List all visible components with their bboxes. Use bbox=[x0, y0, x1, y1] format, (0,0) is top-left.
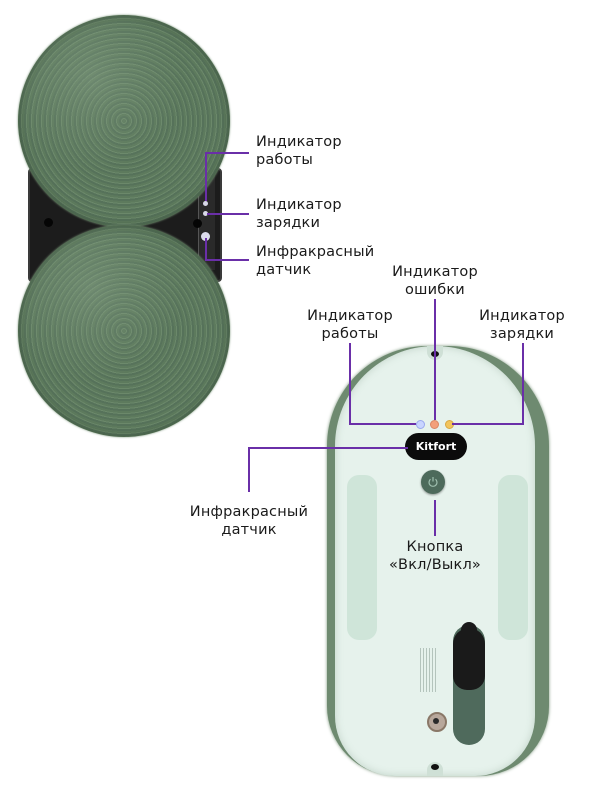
label-line: датчик bbox=[221, 522, 277, 538]
printed-instructions bbox=[420, 648, 436, 692]
power-icon bbox=[428, 477, 438, 487]
leader-line-left-ir-v bbox=[205, 238, 207, 260]
label-line: ошибки bbox=[405, 282, 465, 298]
label-power-button: Кнопка «Вкл/Выкл» bbox=[380, 538, 490, 574]
error-indicator-led bbox=[430, 420, 439, 429]
frame-hole-left bbox=[44, 218, 53, 227]
brand-logo-text: Kitfort bbox=[415, 440, 457, 453]
label-line: датчик bbox=[256, 262, 312, 278]
label-line: Индикатор bbox=[392, 264, 478, 280]
right-side-panel bbox=[498, 475, 528, 640]
label-ir-sensor: Инфракрасный датчик bbox=[182, 503, 316, 539]
leader-line-charge-h bbox=[452, 423, 524, 425]
label-left-work-indicator: Индикатор работы bbox=[256, 133, 342, 169]
left-work-indicator-led bbox=[203, 201, 208, 206]
leader-line-ir-v bbox=[248, 447, 250, 492]
frame-hole-right bbox=[193, 219, 202, 228]
label-line: Индикатор bbox=[307, 308, 393, 324]
label-line: работы bbox=[256, 152, 313, 168]
label-left-ir-sensor: Инфракрасный датчик bbox=[256, 243, 374, 279]
leader-line-ir-h bbox=[248, 447, 408, 449]
leader-line-work-v bbox=[349, 343, 351, 425]
label-error-indicator: Индикатор ошибки bbox=[385, 263, 485, 299]
label-line: зарядки bbox=[256, 215, 321, 231]
label-line: зарядки bbox=[489, 326, 555, 342]
left-ir-sensor bbox=[201, 232, 210, 241]
left-charge-indicator-led bbox=[203, 211, 208, 216]
label-line: Индикатор bbox=[256, 197, 342, 213]
handle-latch bbox=[453, 628, 485, 690]
leader-line-left-charge bbox=[207, 213, 249, 215]
kitfort-badge: Kitfort bbox=[405, 433, 467, 460]
charging-port-pin bbox=[433, 718, 439, 724]
bottom-cleaning-pad bbox=[18, 225, 230, 437]
label-line: «Вкл/Выкл» bbox=[388, 557, 482, 573]
label-line: Инфракрасный bbox=[256, 244, 375, 260]
leader-line-left-ir-h bbox=[205, 259, 249, 261]
label-line: Индикатор bbox=[479, 308, 565, 324]
leader-line-work-h bbox=[349, 423, 416, 425]
bottom-notch-hole bbox=[431, 764, 439, 770]
work-indicator-led bbox=[416, 420, 425, 429]
label-charge-indicator: Индикатор зарядки bbox=[470, 307, 574, 343]
label-line: Инфракрасный bbox=[189, 504, 309, 520]
label-line: Кнопка bbox=[406, 539, 464, 555]
left-side-panel bbox=[347, 475, 377, 640]
top-cleaning-pad bbox=[18, 15, 230, 227]
label-work-indicator: Индикатор работы bbox=[298, 307, 402, 343]
leader-line-charge-v bbox=[522, 343, 524, 425]
handle-latch-tab bbox=[461, 622, 477, 634]
leader-line-error-v bbox=[434, 299, 436, 420]
label-line: Индикатор bbox=[256, 134, 342, 150]
leader-line-left-work-h bbox=[205, 152, 249, 154]
label-left-charge-indicator: Индикатор зарядки bbox=[256, 196, 342, 232]
leader-line-left-work bbox=[205, 152, 207, 201]
label-line: работы bbox=[321, 326, 379, 342]
power-button[interactable] bbox=[421, 470, 445, 494]
leader-line-power-v bbox=[434, 500, 436, 536]
